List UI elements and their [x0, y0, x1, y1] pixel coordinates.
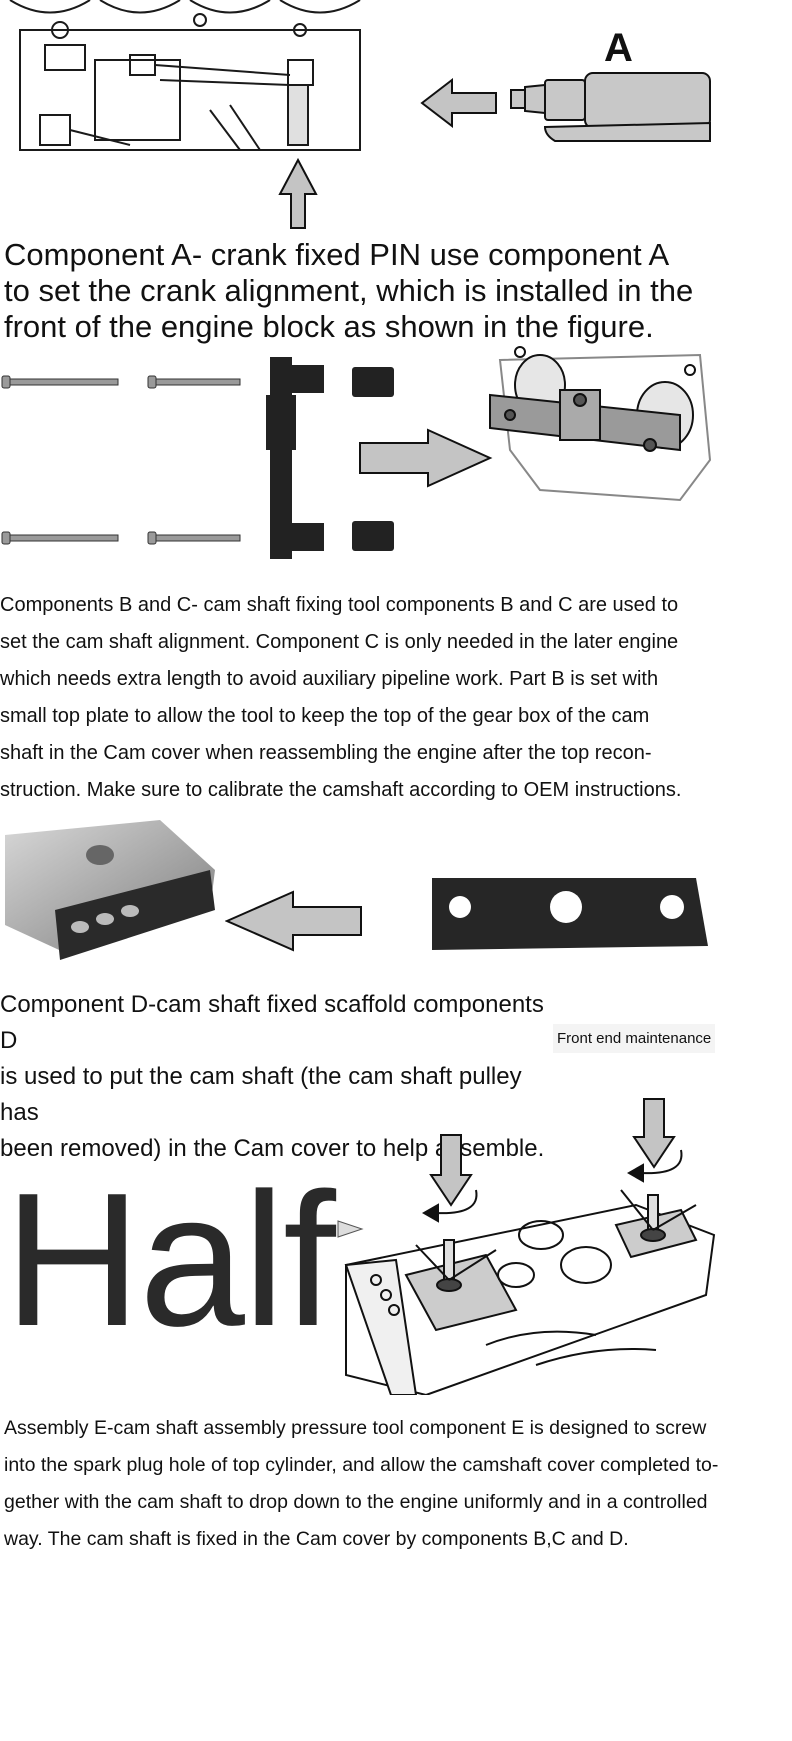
camshaft-tool-installed-illustration — [489, 346, 712, 502]
text-line: set the cam shaft alignment. Component C… — [0, 631, 679, 653]
text-line: Components B and C- cam shaft fixing too… — [0, 594, 679, 616]
scaffold-plate-component-d — [432, 878, 708, 950]
crank-pin-component-a — [510, 72, 711, 142]
up-arrow-icon — [278, 158, 318, 229]
left-arrow-icon — [420, 78, 497, 128]
engine-head-with-scaffold-photo — [5, 820, 215, 960]
cam-fixing-tool-b — [266, 357, 394, 559]
text-line: shaft in the Cam cover when reassembling… — [0, 742, 652, 764]
fixing-bolts-illustration — [1, 375, 241, 545]
assembly-e-description: Assembly E-cam shaft assembly pressure t… — [4, 1410, 792, 1558]
text-line: way. The cam shaft is fixed in the Cam c… — [4, 1528, 629, 1550]
front-end-maintenance-note: Front end maintenance — [553, 1024, 716, 1053]
text-line: front of the engine block as shown in th… — [4, 309, 654, 344]
text-line: into the spark plug hole of top cylinder… — [4, 1454, 719, 1476]
text-line: which needs extra length to avoid auxili… — [0, 668, 659, 690]
camshaft-pressure-tool-illustration — [344, 1098, 716, 1395]
text-line: is used to put the cam shaft (the cam sh… — [0, 1063, 522, 1126]
text-line: small top plate to allow the tool to kee… — [0, 705, 650, 727]
right-pointer-icon — [337, 1220, 364, 1238]
text-line: Assembly E-cam shaft assembly pressure t… — [4, 1417, 707, 1439]
engine-block-illustration — [9, 0, 361, 151]
half-overlay-text: Half — [4, 1154, 336, 1366]
components-bc-description: Components B and C- cam shaft fixing too… — [0, 587, 792, 809]
component-a-description: Component A- crank fixed PIN use compone… — [4, 237, 792, 345]
component-a-label: A — [604, 26, 633, 70]
text-line: gether with the cam shaft to drop down t… — [4, 1491, 708, 1513]
left-arrow-icon — [225, 890, 362, 952]
right-arrow-icon — [359, 428, 493, 488]
text-line: Component D-cam shaft fixed scaffold com… — [0, 991, 544, 1054]
text-line: to set the crank alignment, which is ins… — [4, 273, 694, 308]
text-line: Component A- crank fixed PIN use compone… — [4, 237, 670, 272]
text-line: struction. Make sure to calibrate the ca… — [0, 779, 682, 801]
